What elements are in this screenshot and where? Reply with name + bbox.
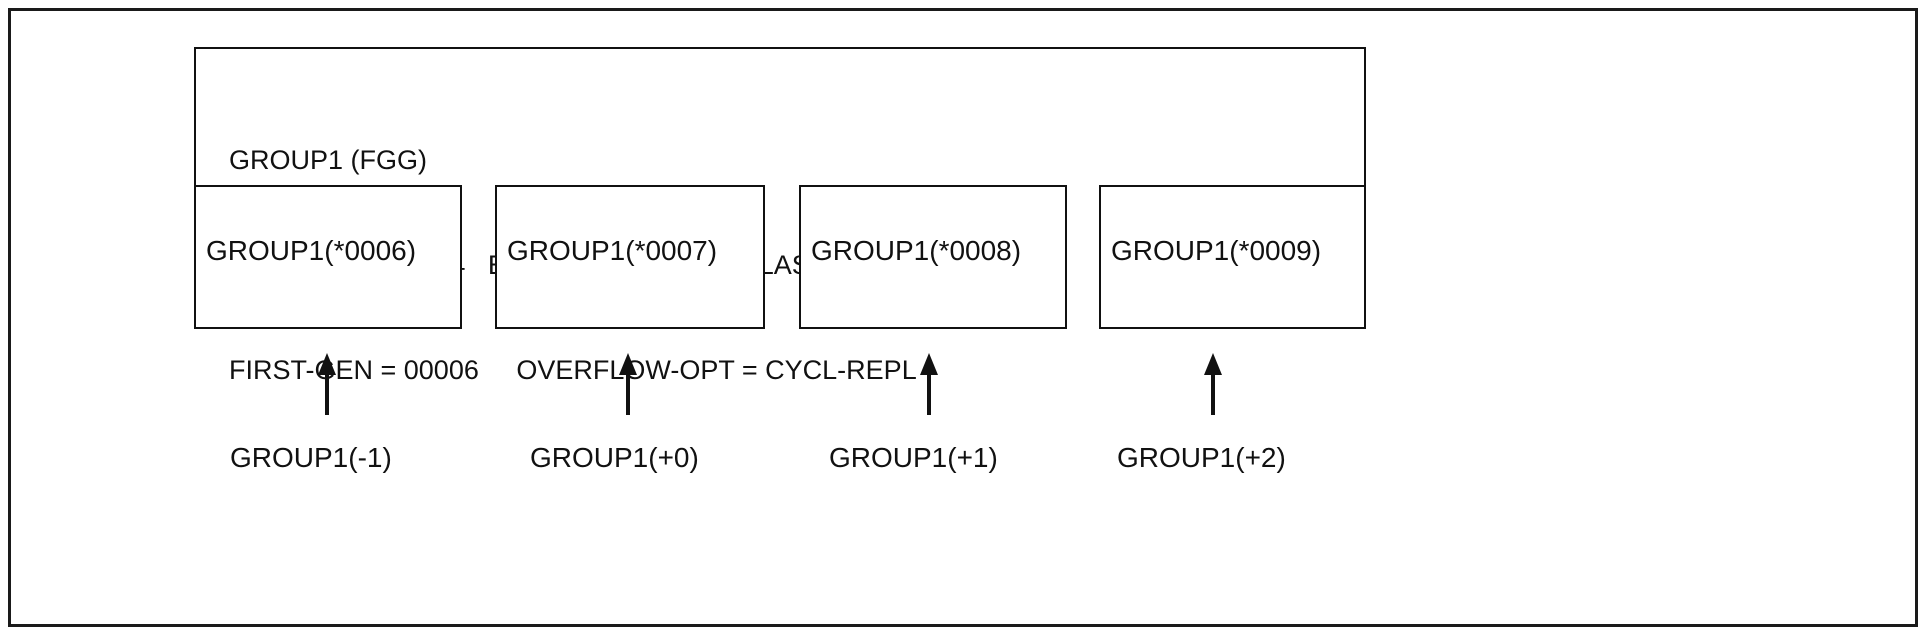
fgg-header-box <box>194 47 1366 186</box>
generation-absolute-label: GROUP1(*0008) <box>811 235 1022 266</box>
arrow-shaft <box>927 367 931 415</box>
arrow-shaft <box>626 367 630 415</box>
generation-box-0007: GROUP1(*0007) <box>495 185 765 329</box>
relative-reference-label-plus-1: GROUP1(+1) <box>829 442 998 473</box>
arrow-head <box>920 353 938 375</box>
generation-absolute-label: GROUP1(*0006) <box>206 235 417 266</box>
generation-boxes-row: GROUP1(*0006) GROUP1(*0007) GROUP1(*0008… <box>194 185 1366 329</box>
figure-outer-frame: GROUP1 (FGG) MAXIMUM = 00004 BASE-NUM = … <box>8 8 1918 627</box>
up-arrow-icon <box>916 353 942 415</box>
fgg-header-line-1: GROUP1 (FGG) <box>229 145 428 175</box>
generation-absolute-label: GROUP1(*0007) <box>507 235 718 266</box>
generation-box-0006: GROUP1(*0006) <box>194 185 462 329</box>
up-arrow-icon <box>615 353 641 415</box>
generation-box-0009: GROUP1(*0009) <box>1099 185 1366 329</box>
fgg-header-line-3: FIRST-GEN = 00006 OVERFLOW-OPT = CYCL-RE… <box>229 355 917 385</box>
generation-absolute-label: GROUP1(*0009) <box>1111 235 1322 266</box>
generation-box-0008: GROUP1(*0008) <box>799 185 1067 329</box>
up-arrow-icon <box>1200 353 1226 415</box>
up-arrow-icon <box>314 353 340 415</box>
arrow-shaft <box>1211 367 1215 415</box>
relative-reference-label-plus-2: GROUP1(+2) <box>1117 442 1286 473</box>
arrow-head <box>318 353 336 375</box>
relative-reference-label-plus-0: GROUP1(+0) <box>530 442 699 473</box>
arrow-head <box>1204 353 1222 375</box>
arrow-head <box>619 353 637 375</box>
relative-reference-label-minus-1: GROUP1(-1) <box>230 442 392 473</box>
arrow-shaft <box>325 367 329 415</box>
